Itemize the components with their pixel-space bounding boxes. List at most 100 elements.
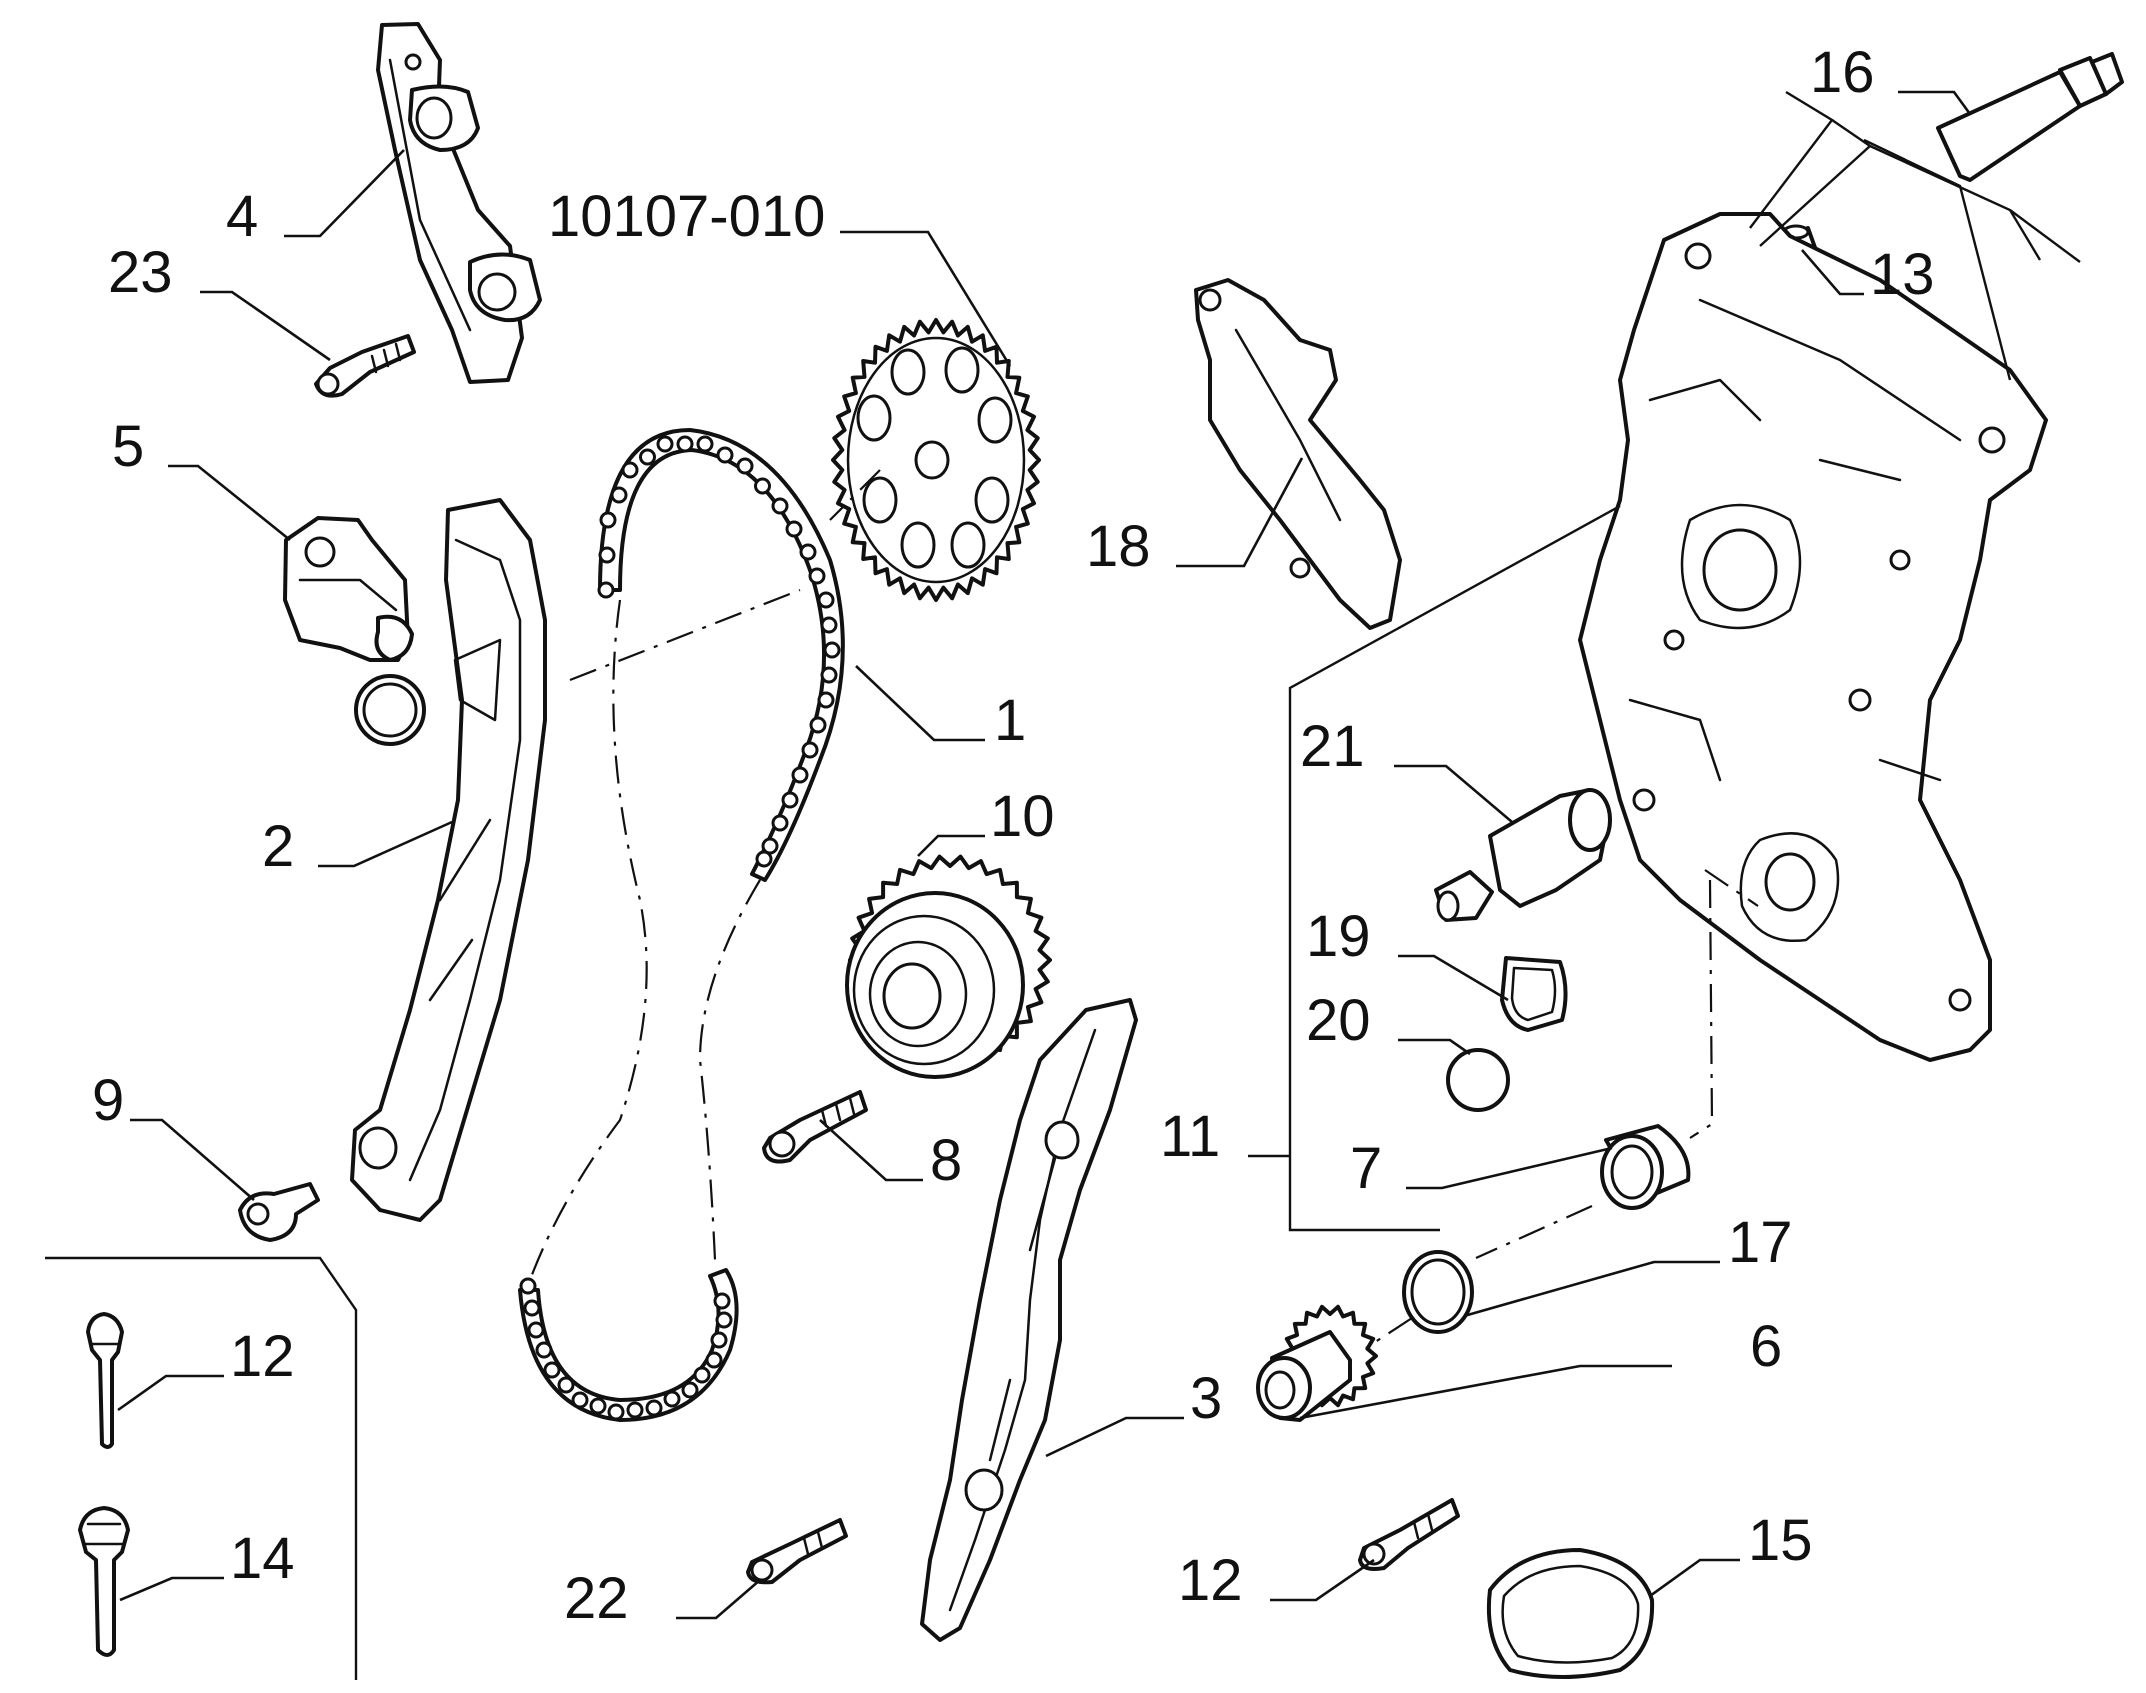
part-1-timing-chain [518, 428, 845, 1422]
callout-15: 15 [1748, 1508, 1813, 1573]
chain-roller [713, 1292, 731, 1310]
chain-roller [801, 741, 819, 759]
chain-links [519, 435, 841, 1421]
callout-7: 7 [1350, 1136, 1382, 1201]
chain-roller [645, 1399, 663, 1417]
chain-roller [715, 1311, 733, 1329]
chain-roller [589, 1397, 607, 1415]
part-21-sensor [1434, 788, 1612, 922]
part-17-o-ring [1402, 1250, 1474, 1334]
group-frames [45, 90, 2081, 1680]
callout-19: 19 [1306, 904, 1371, 969]
part-3-tensioner-rail [920, 998, 1138, 1642]
chain-roller [791, 766, 809, 784]
part-7-seal [1600, 1124, 1691, 1210]
callout-3: 3 [1190, 1366, 1222, 1431]
center-lines [569, 469, 1759, 1349]
chain-roller [607, 1403, 625, 1421]
chain-roller [663, 1390, 681, 1408]
chain-roller [557, 1376, 575, 1394]
chain-roller [656, 435, 674, 453]
chain-roller [693, 1366, 711, 1384]
callout-4: 4 [226, 184, 258, 249]
chain-roller [696, 435, 714, 453]
chain-roller [755, 850, 773, 868]
chain-roller [817, 691, 835, 709]
callout-9: 9 [92, 1068, 124, 1133]
part-8-bolt [762, 1090, 868, 1164]
chain-roller [785, 520, 803, 538]
chain-roller [639, 448, 656, 466]
bracket-11 [1288, 504, 1621, 1232]
chain-roller [820, 666, 838, 684]
part-18-guide-bracket [1194, 278, 1402, 630]
chain-roller [535, 1341, 553, 1359]
callout-11: 11 [1160, 1104, 1220, 1169]
callout-22: 22 [564, 1566, 629, 1631]
part-14-bolt-left [78, 1506, 130, 1657]
part-5-tensioner [283, 516, 426, 746]
callout-17: 17 [1728, 1210, 1793, 1275]
kit-box-12-14 [45, 1256, 358, 1680]
chain-roller [523, 1299, 541, 1317]
part-19-gasket [1500, 956, 1568, 1032]
chain-roller [705, 1351, 723, 1369]
chain-roller [781, 791, 799, 809]
part-2-chain-guide [350, 498, 547, 1222]
chain-roller [610, 486, 628, 504]
chain-roller [681, 1381, 699, 1399]
chain-roller [809, 716, 827, 734]
part-12-bolt-bottom [1358, 1498, 1460, 1571]
chain-roller [771, 497, 789, 515]
bracket-16-13 [1749, 90, 1834, 229]
callouts: 4 23 10107-010 5 2 1 10 9 8 12 14 22 3 1… [92, 40, 1935, 1631]
part-11-timing-cover [1578, 212, 2048, 1062]
chain-roller [621, 461, 639, 479]
callout-18: 18 [1086, 514, 1151, 579]
chain-roller [571, 1391, 589, 1409]
chain-roller [823, 641, 841, 659]
chain-roller [736, 457, 754, 475]
callout-14: 14 [230, 1526, 295, 1591]
chain-roller [598, 546, 616, 564]
part-10107-010-sprocket [831, 318, 1041, 602]
part-12-bolt-left [86, 1312, 124, 1449]
part-9-screw [238, 1182, 320, 1242]
callout-13: 13 [1870, 242, 1935, 307]
chain-roller [716, 446, 734, 464]
callout-16: 16 [1810, 40, 1875, 105]
callout-6: 6 [1750, 1314, 1782, 1379]
callout-12-left: 12 [230, 1324, 295, 1389]
chain-roller [817, 591, 835, 609]
part-15-cover-gasket [1486, 1548, 1655, 1679]
chain-roller [527, 1321, 545, 1339]
chain-roller [771, 814, 789, 832]
callout-1: 1 [994, 688, 1026, 753]
callout-12-bottom: 12 [1178, 1548, 1243, 1613]
callout-2: 2 [262, 814, 294, 879]
part-20-washer [1446, 1048, 1510, 1112]
callout-10: 10 [990, 784, 1055, 849]
chain-roller [626, 1401, 644, 1419]
chain-roller [543, 1361, 561, 1379]
chain-roller [519, 1277, 537, 1295]
part-16-sealant-tube [1936, 52, 2124, 182]
callout-21: 21 [1300, 714, 1365, 779]
part-4-upper-guide [376, 22, 542, 384]
part-22-bolt [746, 1518, 848, 1585]
part-23-bolt [314, 334, 416, 398]
chain-roller [710, 1331, 728, 1349]
leaders [117, 90, 1972, 1620]
chain-roller [754, 477, 771, 495]
chain-roller [820, 616, 838, 634]
callout-5: 5 [112, 414, 144, 479]
callout-20: 20 [1306, 988, 1371, 1053]
chain-roller [808, 567, 826, 585]
callout-8: 8 [930, 1128, 962, 1193]
chain-roller [799, 543, 817, 561]
part-10-cam-phaser [845, 854, 1052, 1079]
callout-10107-010: 10107-010 [548, 184, 825, 249]
part-6-crank-sprocket [1256, 1304, 1378, 1422]
